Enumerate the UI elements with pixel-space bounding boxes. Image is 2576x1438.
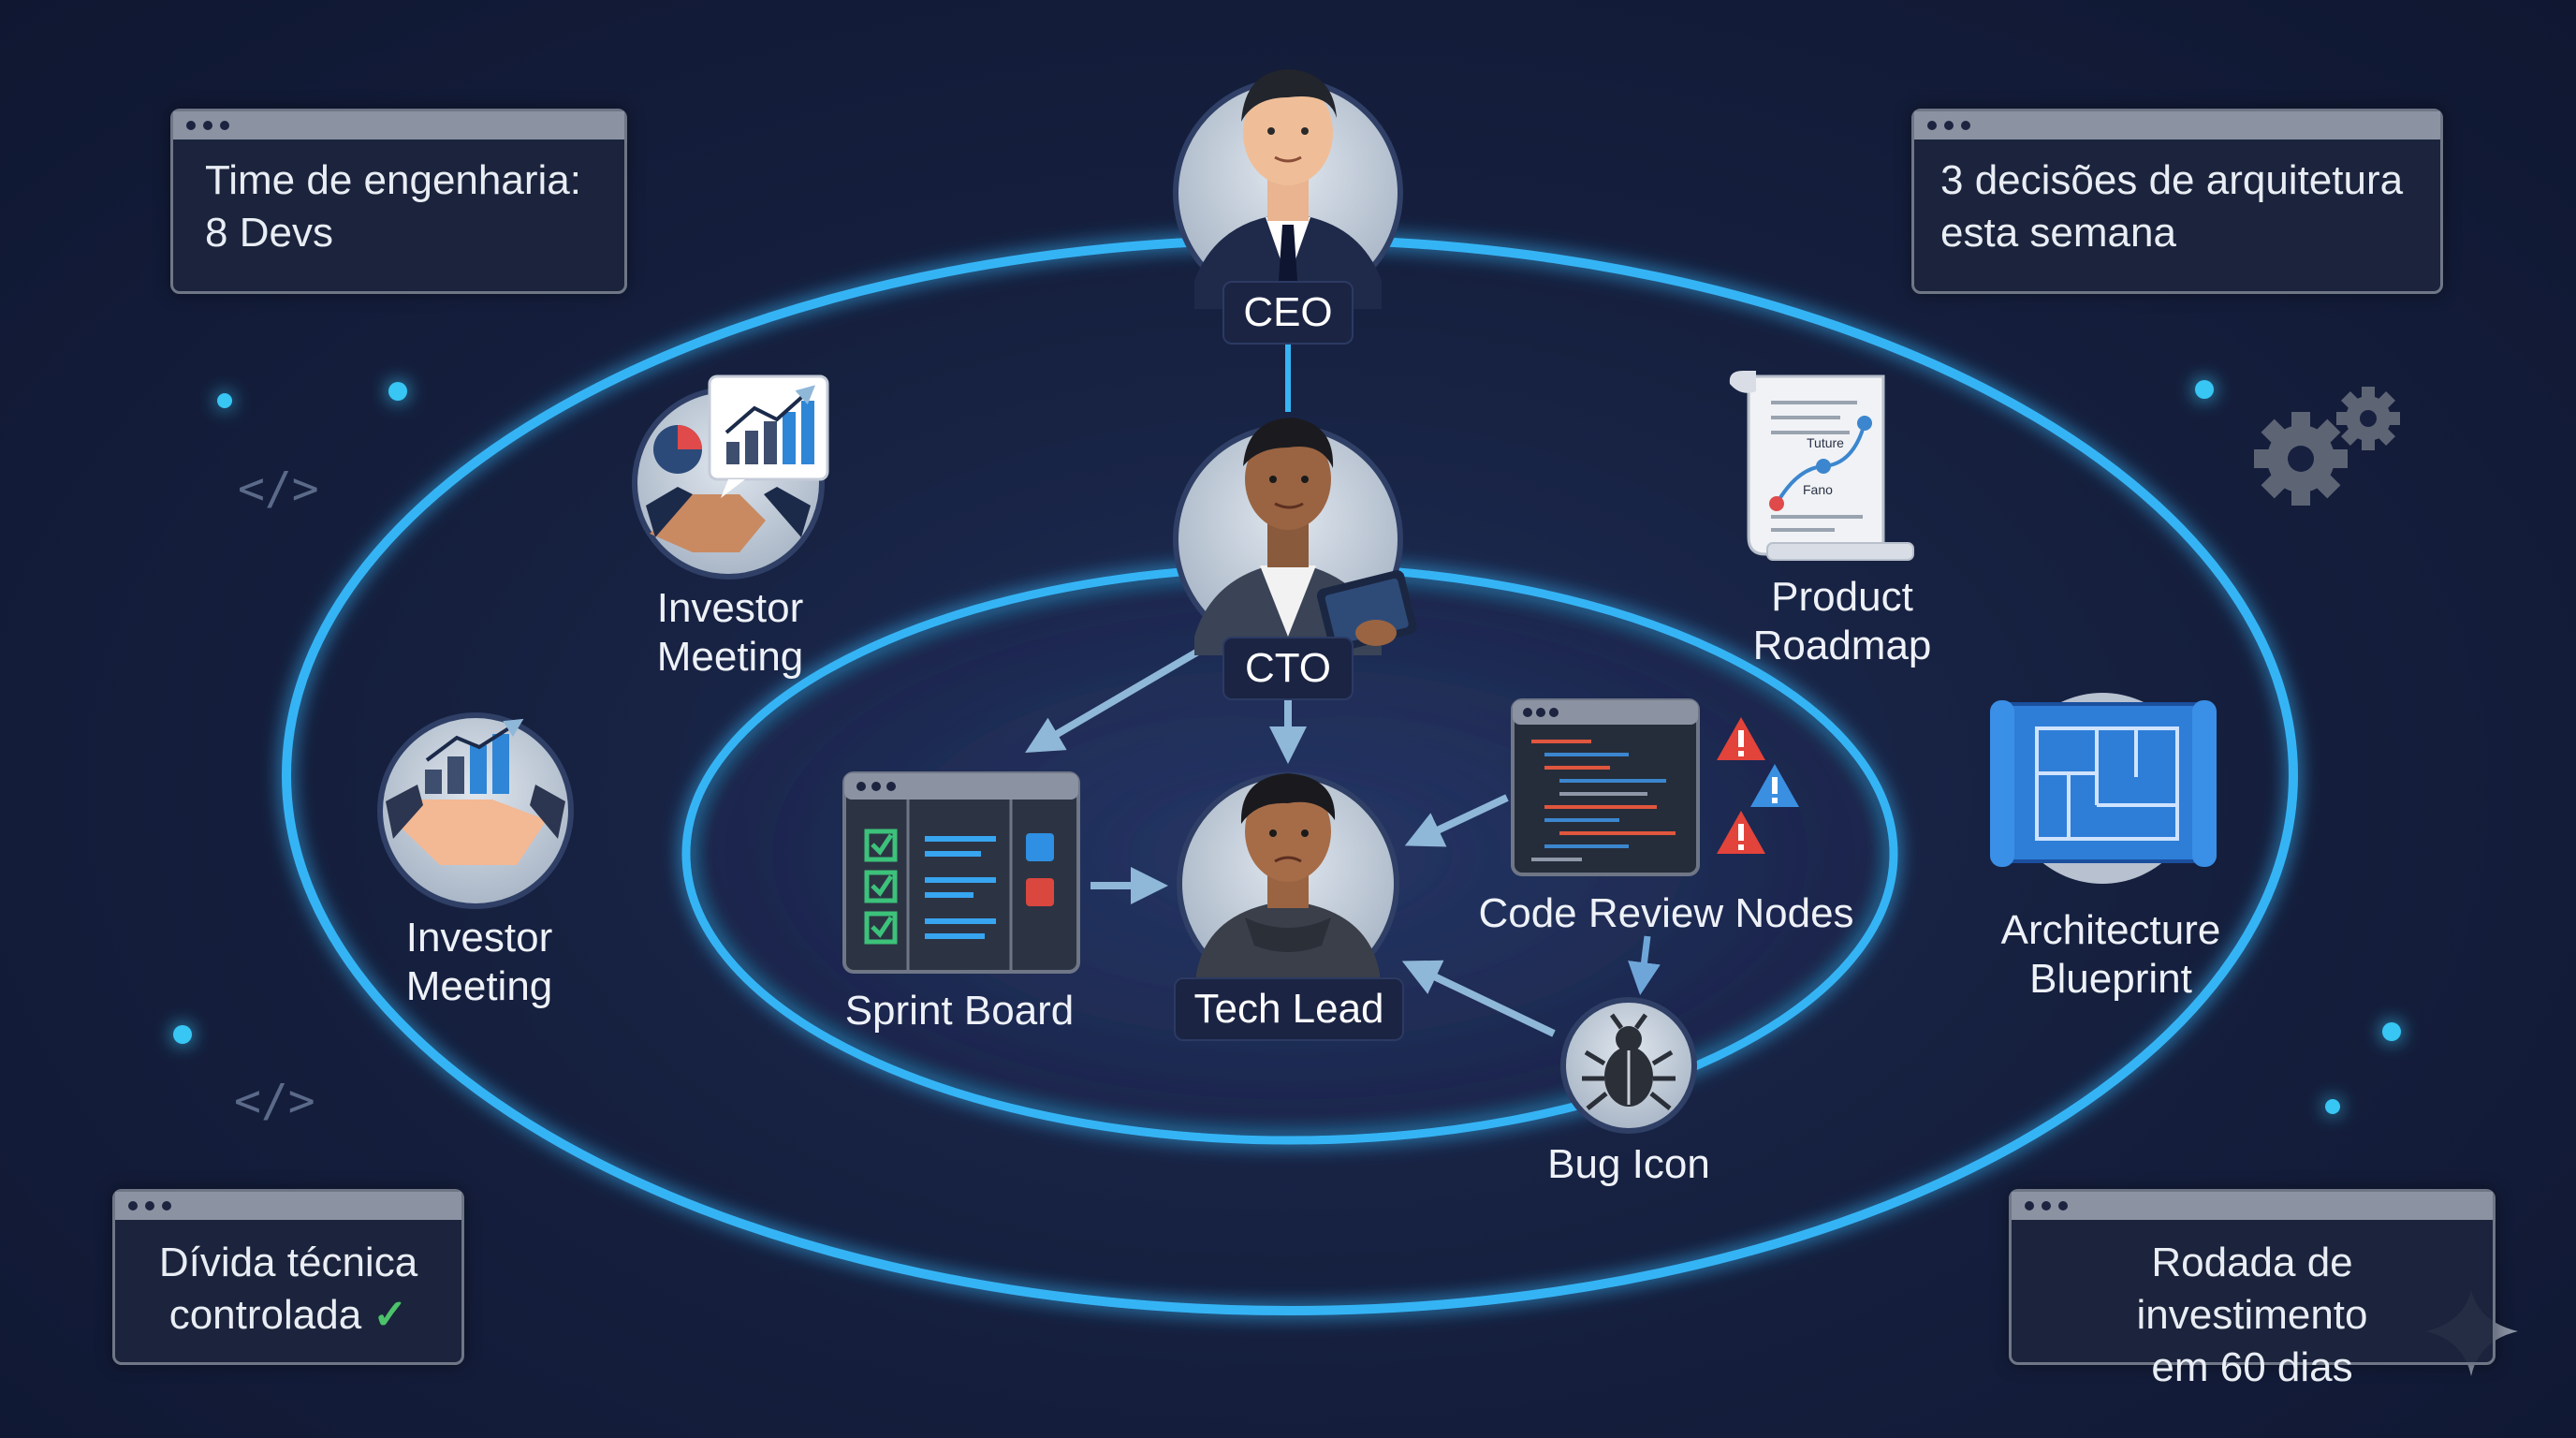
- product-roadmap-icon: Tuture Fano: [1729, 371, 1914, 561]
- panel-architecture-decisions: 3 decisões de arquitetura esta semana: [1911, 109, 2443, 294]
- panel-investment-round: Rodada de investimento em 60 dias: [2009, 1189, 2496, 1390]
- warning-icon: [1717, 811, 1765, 854]
- architecture-blueprint-icon: [1990, 693, 2217, 884]
- label-sprint-board: Sprint Board: [844, 988, 1075, 1034]
- label-investor-meeting-2: Investor Meeting: [346, 914, 612, 1011]
- label-line: Product: [1771, 574, 1913, 620]
- gear-icon: [2254, 387, 2400, 506]
- sprint-board-icon: [842, 771, 1080, 974]
- role-label-ceo: CEO: [1222, 281, 1354, 345]
- cto-to-sprint-arrow: [1025, 642, 1210, 754]
- window-titlebar: [1914, 111, 2440, 139]
- code-review-icon: [1511, 698, 1700, 876]
- panel-text: Time de engenharia: 8 Devs: [173, 139, 624, 259]
- panel-line: controlada ✓: [134, 1289, 443, 1342]
- label-line: Roadmap: [1752, 623, 1932, 668]
- label-line: Investor: [656, 585, 804, 631]
- window-titlebar: [115, 1192, 461, 1220]
- bug-icon: [1560, 997, 1697, 1134]
- review-to-bug-arrow: [1628, 935, 1661, 995]
- code-icon: </>: [234, 1075, 315, 1127]
- panel-line: Dívida técnica: [158, 1240, 418, 1285]
- warning-icon: [1750, 764, 1799, 807]
- label-line: Blueprint: [2029, 956, 2192, 1002]
- roadmap-text-1: Tuture: [1807, 435, 1844, 450]
- label-bug-icon: Bug Icon: [1547, 1141, 1710, 1187]
- ceo-avatar: [1173, 69, 1403, 309]
- label-code-review: Code Review Nodes: [1478, 890, 1854, 936]
- investor-meeting-icon-1: [632, 374, 829, 580]
- warning-icon: [1717, 717, 1765, 760]
- panel-engineering-team: Time de engenharia: 8 Devs: [170, 109, 627, 294]
- panel-line-text: controlada: [168, 1292, 362, 1338]
- label-line: Investor: [405, 915, 553, 961]
- investor-meeting-icon-2: [377, 712, 574, 909]
- panel-line: 8 Devs: [205, 210, 333, 256]
- panel-tech-debt: Dívida técnica controlada ✓: [112, 1189, 464, 1365]
- label-line: Architecture: [2000, 907, 2221, 953]
- panel-text: Rodada de investimento em 60 dias: [2012, 1220, 2493, 1394]
- cto-avatar: [1173, 418, 1417, 655]
- label-architecture-blueprint: Architecture Blueprint: [1956, 906, 2265, 1004]
- panel-line: esta semana: [1940, 210, 2176, 256]
- code-icon: </>: [238, 462, 319, 515]
- bug-to-techlead-arrow: [1401, 960, 1556, 1037]
- tech-lead-avatar: [1177, 772, 1399, 995]
- role-label-cto: CTO: [1222, 637, 1354, 700]
- role-label-tech-lead: Tech Lead: [1174, 977, 1404, 1041]
- panel-line: 3 decisões de arquitetura: [1940, 157, 2404, 203]
- panel-line: Rodada de investimento: [2136, 1240, 2368, 1338]
- glow-dots: [173, 380, 2401, 1114]
- panel-line: em 60 dias: [2151, 1344, 2353, 1390]
- label-line: Meeting: [656, 634, 804, 680]
- roadmap-text-2: Fano: [1803, 482, 1833, 497]
- panel-text: 3 decisões de arquitetura esta semana: [1914, 139, 2440, 259]
- window-titlebar: [173, 111, 624, 139]
- window-titlebar: [2012, 1192, 2493, 1220]
- label-investor-meeting-1: Investor Meeting: [597, 584, 863, 682]
- label-line: Meeting: [405, 963, 553, 1009]
- panel-line: Time de engenharia:: [205, 157, 581, 203]
- review-to-techlead-arrow: [1404, 794, 1509, 847]
- label-product-roadmap: Product Roadmap: [1704, 573, 1981, 670]
- check-icon: ✓: [373, 1292, 408, 1338]
- panel-text: Dívida técnica controlada ✓: [115, 1220, 461, 1342]
